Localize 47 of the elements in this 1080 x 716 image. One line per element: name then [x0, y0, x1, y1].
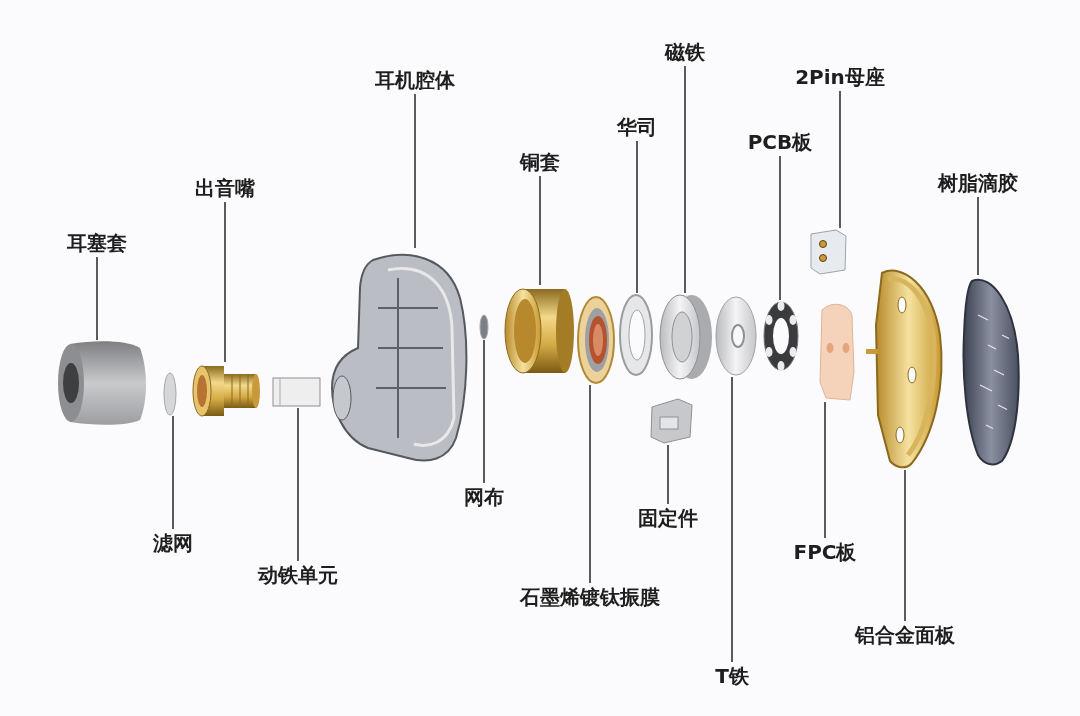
part-label: 出音嘴 [195, 176, 255, 200]
copper-sleeve-drawing [503, 285, 575, 377]
leader-line [977, 196, 979, 276]
leader-line [779, 155, 781, 301]
leader-line [297, 407, 299, 562]
part-label: 铝合金面板 [855, 623, 955, 647]
eartip-drawing [56, 340, 148, 426]
part-label: 动铁单元 [258, 563, 338, 587]
mesh-cloth-drawing [479, 314, 489, 340]
leader-line [172, 415, 174, 530]
pcb-ring-drawing [762, 300, 800, 372]
leader-line [224, 201, 226, 363]
filter-mesh-drawing [163, 372, 177, 416]
leader-line [731, 376, 733, 663]
leader-line [684, 65, 686, 294]
part-label: 网布 [464, 485, 504, 509]
part-label: FPC板 [793, 540, 857, 564]
part-label: 树脂滴胶 [938, 171, 1018, 195]
leader-line [824, 401, 826, 539]
nozzle-drawing [192, 362, 260, 420]
part-label: 耳塞套 [67, 231, 127, 255]
leader-line [483, 339, 485, 484]
diaphragm-drawing [576, 295, 616, 385]
part-label: 耳机腔体 [375, 68, 455, 92]
part-label: 磁铁 [665, 40, 705, 64]
t-iron-drawing [714, 295, 758, 377]
magnet-drawing [658, 293, 714, 381]
leader-line [96, 256, 98, 341]
washer-drawing [618, 293, 654, 377]
part-label: 2Pin母座 [795, 65, 885, 89]
leader-line [539, 175, 541, 286]
leader-line [414, 93, 416, 249]
part-label: 石墨烯镀钛振膜 [520, 585, 660, 609]
leader-line [589, 384, 591, 584]
part-label: T铁 [715, 664, 749, 688]
leader-line [839, 90, 841, 229]
bracket-drawing [648, 397, 694, 445]
leader-line [667, 444, 669, 505]
armature-unit-drawing [270, 376, 322, 408]
part-label: 华司 [617, 115, 657, 139]
part-label: PCB板 [747, 130, 813, 154]
part-label: 固定件 [638, 506, 698, 530]
part-label: 滤网 [153, 531, 193, 555]
socket-drawing [808, 228, 848, 276]
part-label: 铜套 [520, 150, 560, 174]
leader-line [636, 140, 638, 294]
leader-line [904, 469, 906, 622]
